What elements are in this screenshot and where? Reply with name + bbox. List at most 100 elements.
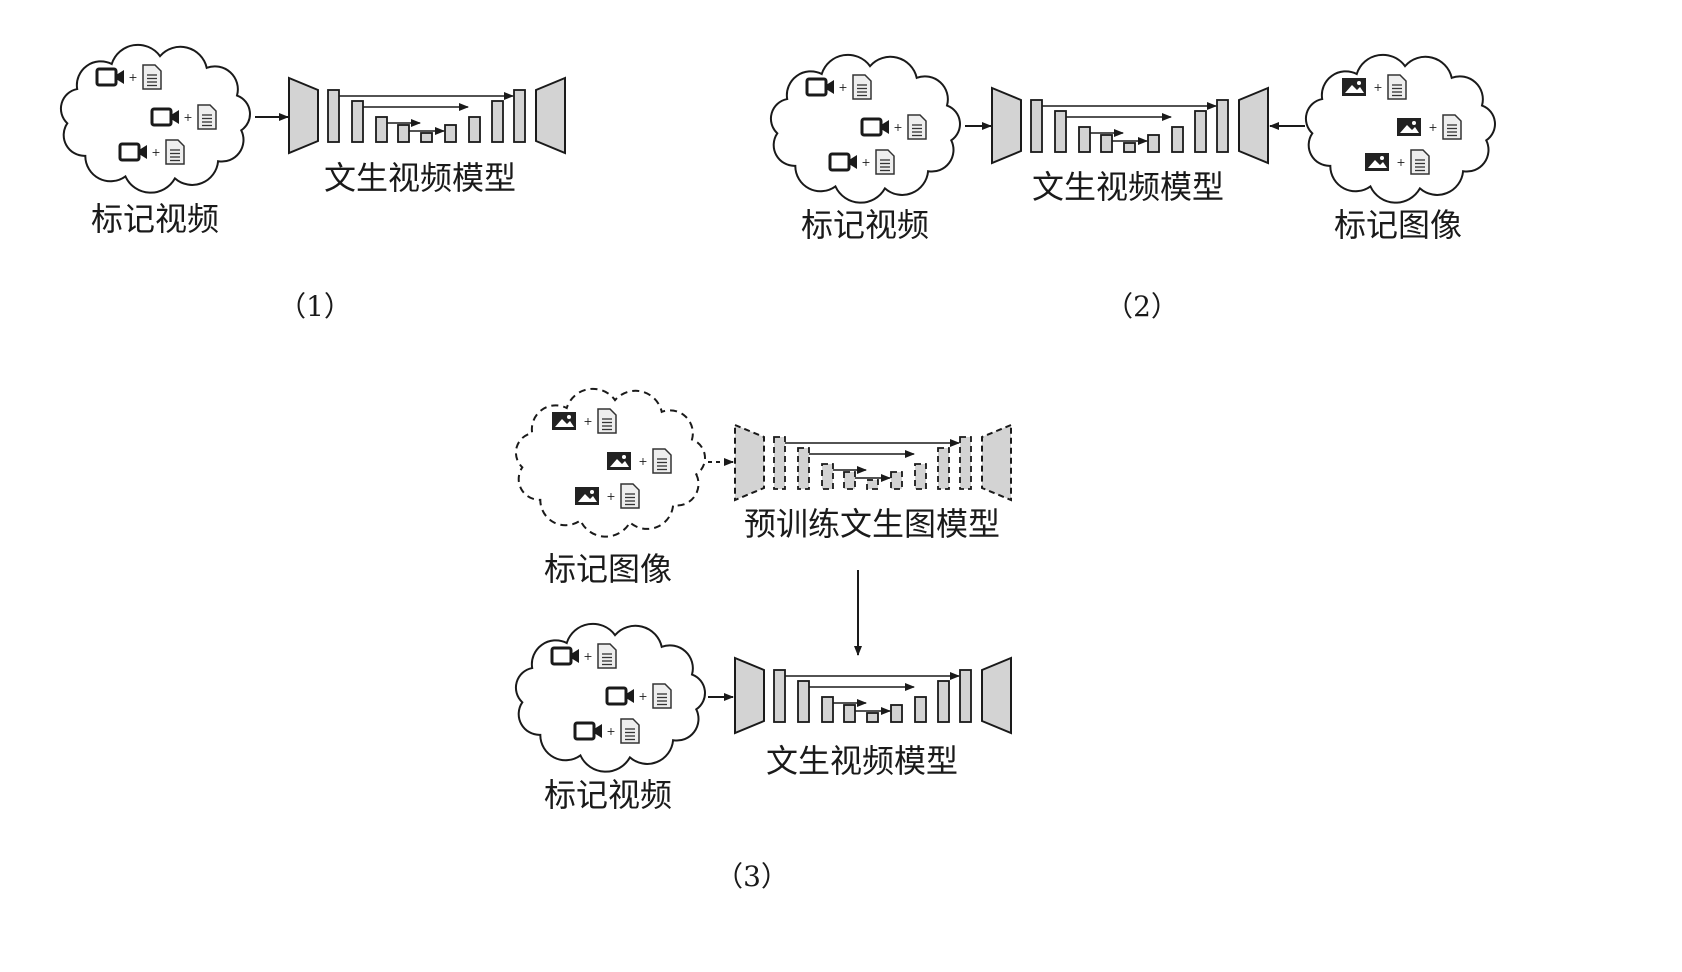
unet-block bbox=[1030, 99, 1043, 153]
unet-block bbox=[1078, 126, 1091, 153]
plus-sign: + bbox=[606, 725, 615, 738]
unet-block bbox=[797, 447, 810, 490]
document-outline bbox=[597, 643, 617, 669]
video-camera-lens bbox=[881, 120, 889, 134]
image-mountain bbox=[610, 459, 629, 467]
unet-block bbox=[821, 463, 834, 490]
unet-block bbox=[959, 436, 972, 490]
decoder-trapezoid bbox=[1238, 86, 1269, 165]
image-mountain bbox=[1400, 125, 1419, 133]
unet-block bbox=[1216, 99, 1229, 153]
unet-block bbox=[375, 116, 388, 143]
panel1-caption: （1） bbox=[278, 290, 352, 323]
encoder-trapezoid bbox=[734, 423, 765, 502]
document-outline bbox=[652, 683, 672, 709]
unet-block bbox=[890, 471, 903, 490]
video-camera-lens bbox=[626, 689, 634, 703]
plus-sign: + bbox=[638, 690, 647, 703]
unet-block bbox=[1171, 126, 1184, 153]
plus-sign: + bbox=[583, 415, 592, 428]
unet-block bbox=[821, 696, 834, 723]
encoder-trapezoid bbox=[288, 76, 319, 155]
plus-sign: + bbox=[128, 71, 137, 84]
plus-sign: + bbox=[638, 455, 647, 468]
image-text-pair: + bbox=[552, 408, 617, 434]
plus-sign: + bbox=[1396, 156, 1405, 169]
video-text-pair: + bbox=[550, 643, 617, 669]
video-text-pair: + bbox=[118, 139, 185, 165]
video-text-pair: + bbox=[828, 149, 895, 175]
panel1-input-label: 标记视频 bbox=[91, 200, 219, 238]
plus-sign: + bbox=[606, 490, 615, 503]
unet-block bbox=[773, 669, 786, 723]
document-outline bbox=[852, 74, 872, 100]
unet-block bbox=[866, 712, 879, 723]
document-outline bbox=[142, 64, 162, 90]
decoder-trapezoid bbox=[981, 423, 1012, 502]
document-outline bbox=[1387, 74, 1407, 100]
plus-sign: + bbox=[861, 156, 870, 169]
image-text-pair: + bbox=[1365, 149, 1430, 175]
video-text-pair: + bbox=[150, 104, 217, 130]
unet-block bbox=[513, 89, 526, 143]
unet-block bbox=[1100, 134, 1113, 153]
document-outline bbox=[1410, 149, 1430, 175]
video-text-pair: + bbox=[805, 74, 872, 100]
unet-block bbox=[914, 463, 927, 490]
unet-block bbox=[843, 704, 856, 723]
panel2-input-label: 标记视频 bbox=[801, 206, 929, 244]
unet-block bbox=[866, 479, 879, 490]
video-camera-lens bbox=[171, 110, 179, 124]
plus-sign: + bbox=[183, 111, 192, 124]
image-text-pair: + bbox=[575, 483, 640, 509]
image-mountain bbox=[578, 494, 597, 502]
document-outline bbox=[875, 149, 895, 175]
image-text-pair: + bbox=[607, 448, 672, 474]
panel3-caption: （3） bbox=[715, 860, 789, 893]
image-sun bbox=[590, 490, 594, 494]
document-outline bbox=[165, 139, 185, 165]
panel1-model-label: 文生视频模型 bbox=[324, 159, 516, 197]
text-to-video-model bbox=[734, 656, 1012, 735]
video-data-cloud bbox=[60, 43, 251, 194]
video-data-cloud bbox=[770, 53, 961, 204]
image-mountain bbox=[1345, 85, 1364, 93]
image-sun bbox=[1357, 81, 1361, 85]
plus-sign: + bbox=[893, 121, 902, 134]
unet-block bbox=[959, 669, 972, 723]
panel2-model-label: 文生视频模型 bbox=[1032, 168, 1224, 206]
unet-block bbox=[491, 100, 504, 143]
decoder-trapezoid bbox=[535, 76, 566, 155]
image-sun bbox=[1380, 156, 1384, 160]
image-sun bbox=[1412, 121, 1416, 125]
document-outline bbox=[597, 408, 617, 434]
video-text-pair: + bbox=[95, 64, 162, 90]
text-to-video-model bbox=[991, 86, 1269, 165]
unet-block bbox=[327, 89, 340, 143]
plus-sign: + bbox=[838, 81, 847, 94]
image-mountain bbox=[1368, 160, 1387, 168]
unet-block bbox=[937, 680, 950, 723]
panel2-image-input-label: 标记图像 bbox=[1334, 206, 1462, 244]
plus-sign: + bbox=[151, 146, 160, 159]
document-outline bbox=[620, 483, 640, 509]
encoder-trapezoid bbox=[991, 86, 1022, 165]
image-sun bbox=[622, 455, 626, 459]
document-outline bbox=[197, 104, 217, 130]
video-text-pair: + bbox=[605, 683, 672, 709]
video-camera-lens bbox=[826, 80, 834, 94]
video-text-pair: + bbox=[860, 114, 927, 140]
image-mountain bbox=[555, 419, 574, 427]
unet-block bbox=[914, 696, 927, 723]
unet-block bbox=[444, 124, 457, 143]
document-outline bbox=[1442, 114, 1462, 140]
unet-block bbox=[843, 471, 856, 490]
panel2-caption: （2） bbox=[1105, 290, 1179, 323]
decoder-trapezoid bbox=[981, 656, 1012, 735]
unet-block bbox=[797, 680, 810, 723]
plus-sign: + bbox=[1428, 121, 1437, 134]
video-camera-lens bbox=[594, 724, 602, 738]
plus-sign: + bbox=[583, 650, 592, 663]
image-sun bbox=[567, 415, 571, 419]
